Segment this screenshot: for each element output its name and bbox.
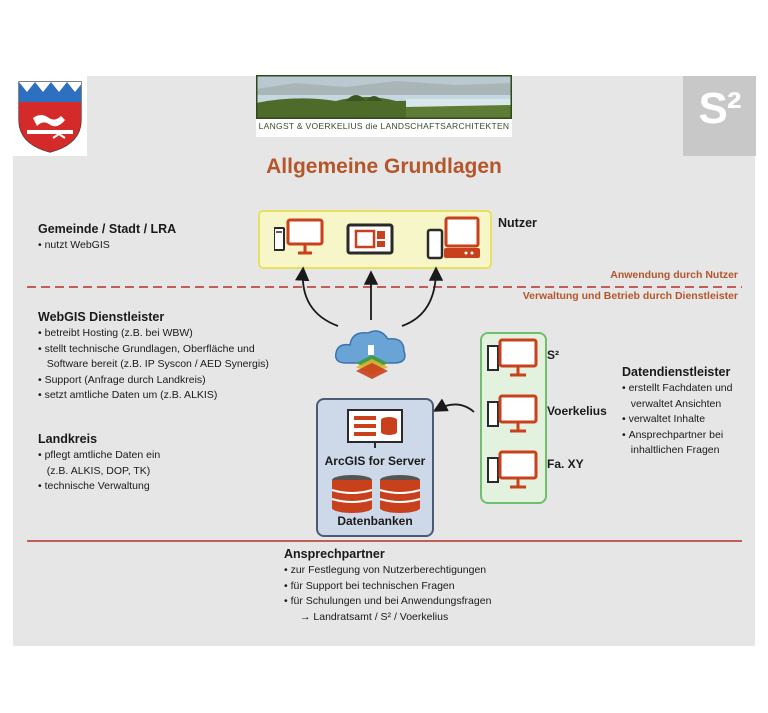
database-icon [331,475,421,513]
list-item: setzt amtliche Daten um (z.B. ALKIS) [38,388,269,404]
provider-label-voerkelius: Voerkelius [547,404,607,418]
top-line-label: Anwendung durch Nutzer [610,269,738,281]
arcgis-label: ArcGIS for Server [324,454,426,468]
district-crest-icon [18,81,82,153]
server-monitor-icon [347,409,403,448]
list-item: inhaltlichen Fragen [630,444,720,456]
list-item: Software bereit (z.B. IP Syscon / AED Sy… [46,358,269,370]
page-title: Allgemeine Grundlagen [266,155,502,178]
list-item: technische Verwaltung [38,479,160,495]
list-item: verwaltet Ansichten [630,397,722,410]
ansprechpartner-block: Ansprechpartner zur Festlegung von Nutze… [284,547,491,625]
landkreis-heading: Landkreis [38,432,98,446]
landscape-architects-logo: LANGST & VOERKELIUS die LANDSCHAFTSARCHI… [256,75,512,137]
list-item: für Schulungen und bei Anwendungsfragen [284,594,492,610]
arrow-providers-to-server [432,398,475,413]
gemeinde-block: Gemeinde / Stadt / LRA nutzt WebGIS [38,222,176,254]
webgis-block: WebGIS Dienstleister betreibt Hosting (z… [38,310,269,404]
landkreis-block: Landkreis pflegt amtliche Daten ein (z.B… [38,432,160,495]
nutzer-label: Nutzer [498,216,537,230]
provider-label-s2: S² [547,348,559,362]
arrow-to-desktop [295,266,339,327]
data-provider-box [480,332,547,504]
database-label: Datenbanken [337,514,413,528]
ansprechpartner-result: → Landratsamt / S² / Voerkelius [300,610,449,623]
gemeinde-heading: Gemeinde / Stadt / LRA [38,222,177,236]
arcgis-server-box: ArcGIS for Server Datenbanken [316,398,434,537]
phone-icon [426,216,480,260]
provider-computer-icon [487,338,538,377]
webgis-heading: WebGIS Dienstleister [38,310,165,324]
list-item: pflegt amtliche Daten ein [38,448,161,464]
s2-logo: S² [683,76,756,156]
landscape-caption: LANGST & VOERKELIUS die LANDSCHAFTSARCHI… [258,121,510,131]
ansprechpartner-heading: Ansprechpartner [284,547,385,561]
list-item: Ansprechpartner bei [622,428,733,444]
provider-computer-icon [487,394,538,433]
datendienstleister-block: Datendienstleister erstellt Fachdaten un… [622,365,733,459]
arrow-to-phone [401,266,444,327]
bottom-line-label: Verwaltung und Betrieb durch Dienstleist… [522,290,738,302]
list-item: erstellt Fachdaten und [622,381,733,397]
list-item: stellt technische Grundlagen, Oberfläche… [38,342,269,358]
s2-logo-text: S² [698,84,742,133]
tablet-icon [346,223,394,255]
provider-computer-icon [487,450,538,489]
list-item: verwaltet Inhalte [622,412,733,428]
landscape-photo-icon [256,75,512,119]
list-item: für Support bei technischen Fragen [284,579,491,595]
list-item: (z.B. ALKIS, DOP, TK) [46,464,151,477]
provider-label-faxy: Fa. XY [547,457,584,471]
cloud-gis-icon [334,330,406,379]
list-item: zur Festlegung von Nutzerberechtigungen [284,563,491,579]
nutzer-device-group [258,210,492,269]
list-item: betreibt Hosting (z.B. bei WBW) [38,326,269,342]
district-crest-logo [13,76,87,156]
datendienstleister-heading: Datendienstleister [622,365,731,379]
list-item: nutzt WebGIS [38,238,176,254]
list-item: Support (Anfrage durch Landkreis) [38,373,269,389]
desktop-icon [274,218,324,255]
